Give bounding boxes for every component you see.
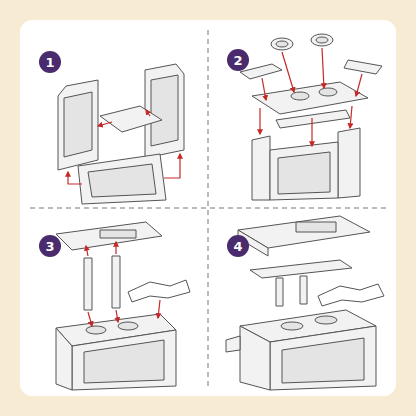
step2-arrows bbox=[260, 48, 362, 146]
step-number: 2 bbox=[227, 49, 249, 71]
step3-arrows bbox=[86, 242, 160, 326]
step-number: 3 bbox=[39, 235, 61, 257]
white-panel bbox=[20, 20, 396, 396]
step1-arrows bbox=[68, 110, 180, 184]
callout-number: 1 bbox=[45, 56, 54, 69]
step2-parts bbox=[240, 34, 382, 200]
step4-parts bbox=[226, 216, 384, 390]
callout-number: 4 bbox=[233, 240, 242, 253]
step3-parts bbox=[56, 222, 190, 390]
step-number: 1 bbox=[39, 51, 61, 73]
divider bbox=[30, 208, 386, 209]
callout-number: 2 bbox=[233, 54, 242, 67]
divider bbox=[208, 30, 209, 386]
step-number: 4 bbox=[227, 235, 249, 257]
step1-parts bbox=[58, 64, 184, 204]
callout-number: 3 bbox=[45, 240, 54, 253]
